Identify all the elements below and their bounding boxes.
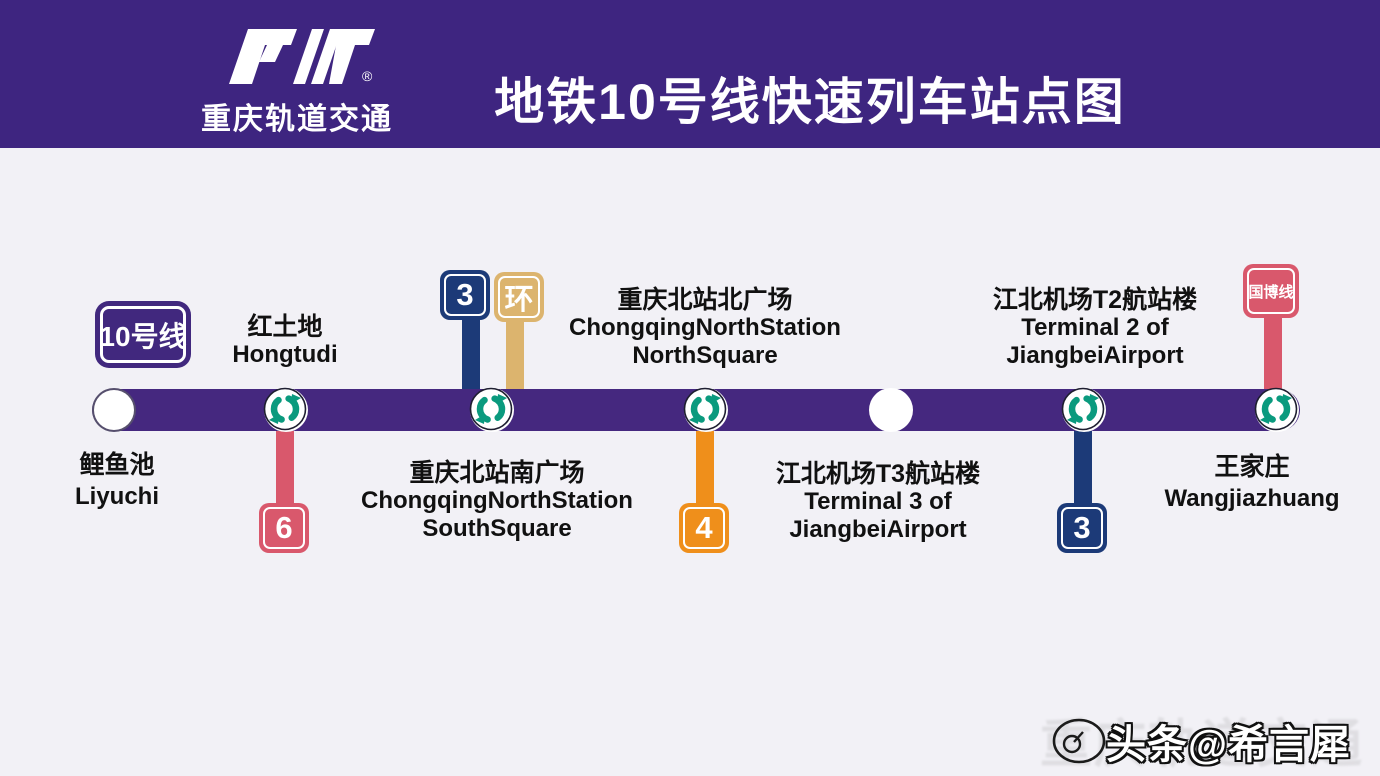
transfer-stem-line4 [696, 418, 714, 510]
station-name-en: Terminal 3 of [804, 488, 952, 515]
crt-logo-icon [229, 29, 375, 84]
station-name-en: NorthSquare [632, 342, 778, 369]
transfer-stem-loop-line [506, 316, 524, 398]
page-title: 地铁10号线快速列车站点图 [494, 74, 1126, 130]
station-name-en: Terminal 2 of [1021, 314, 1169, 341]
station-name-zh: 红土地 [247, 313, 323, 341]
line-3-badge-label: 3 [456, 277, 474, 312]
transfer-stem-line3-south-square [462, 314, 480, 398]
logo-text: 重庆轨道交通 [201, 103, 393, 136]
line-4-badge: 4 [679, 503, 729, 553]
guobo-line-badge: 国博线 [1243, 264, 1299, 318]
station-label-wangjiazhuang: 王家庄 Wangjiazhuang [1132, 452, 1372, 514]
station-marker-liyuchi [92, 388, 136, 432]
station-name-en: JiangbeiAirport [789, 516, 967, 543]
line-3-badge-label: 3 [1073, 510, 1091, 545]
station-marker-cq-north-north-square [683, 387, 728, 432]
station-name-en: ChongqingNorthStation [361, 487, 633, 514]
station-name-zh: 重庆北站北广场 [617, 286, 793, 314]
line-10-badge: 10号线 [95, 301, 191, 368]
transfer-stem-line3-t2 [1074, 418, 1092, 510]
line-6-badge: 6 [259, 503, 309, 553]
guobo-line-badge-label: 国博线 [1248, 283, 1294, 301]
station-label-cq-north-north-square: 重庆北站北广场 ChongqingNorthStation NorthSquar… [543, 286, 867, 370]
registered-mark: ® [362, 68, 373, 84]
station-name-zh: 江北机场T2航站楼 [992, 286, 1198, 314]
station-name-zh: 王家庄 [1214, 453, 1290, 481]
transfer-stem-line6 [276, 418, 294, 510]
station-marker-wangjiazhuang [1254, 387, 1299, 432]
station-marker-cq-north-south-square [469, 387, 514, 432]
line-6-badge-label: 6 [275, 510, 293, 545]
station-name-en: SouthSquare [422, 515, 572, 542]
station-name-en: Wangjiazhuang [1164, 485, 1340, 512]
station-name-en: JiangbeiAirport [1006, 342, 1184, 369]
station-name-zh: 重庆北站南广场 [409, 459, 585, 487]
station-name-en: Hongtudi [232, 341, 338, 368]
station-label-t2: 江北机场T2航站楼 Terminal 2 of JiangbeiAirport [933, 286, 1257, 370]
station-name-zh: 鲤鱼池 [79, 451, 155, 479]
header-banner: ® 重庆轨道交通 地铁10号线快速列车站点图 [0, 0, 1380, 148]
line-10-badge-label: 10号线 [99, 320, 187, 352]
station-label-hongtudi: 红土地 Hongtudi [185, 313, 385, 369]
line-3-badge-south-square: 3 [440, 270, 490, 320]
station-name-en: ChongqingNorthStation [569, 314, 841, 341]
station-name-en: Liyuchi [74, 483, 159, 510]
station-name-zh: 江北机场T3航站楼 [775, 460, 981, 488]
station-marker-hongtudi [263, 387, 308, 432]
station-label-t3: 江北机场T3航站楼 Terminal 3 of JiangbeiAirport [716, 460, 1040, 544]
station-marker-t2 [1061, 387, 1106, 432]
watermark-text: 头条@希言犀语 [1106, 723, 1352, 767]
ghost-watermark: 重庆轨道交通 [1040, 716, 1365, 774]
transfer-stem-guobo-line [1264, 310, 1282, 404]
station-marker-t3 [869, 388, 913, 432]
station-label-cq-north-south-square: 重庆北站南广场 ChongqingNorthStation SouthSquar… [335, 459, 659, 543]
line-4-badge-label: 4 [695, 510, 713, 545]
loop-line-badge-label: 环 [504, 284, 534, 316]
station-label-liyuchi: 鲤鱼池 Liyuchi [27, 450, 207, 512]
toutiao-logo-icon [1052, 718, 1106, 764]
loop-line-badge: 环 [494, 272, 544, 322]
line-3-badge-t2: 3 [1057, 503, 1107, 553]
